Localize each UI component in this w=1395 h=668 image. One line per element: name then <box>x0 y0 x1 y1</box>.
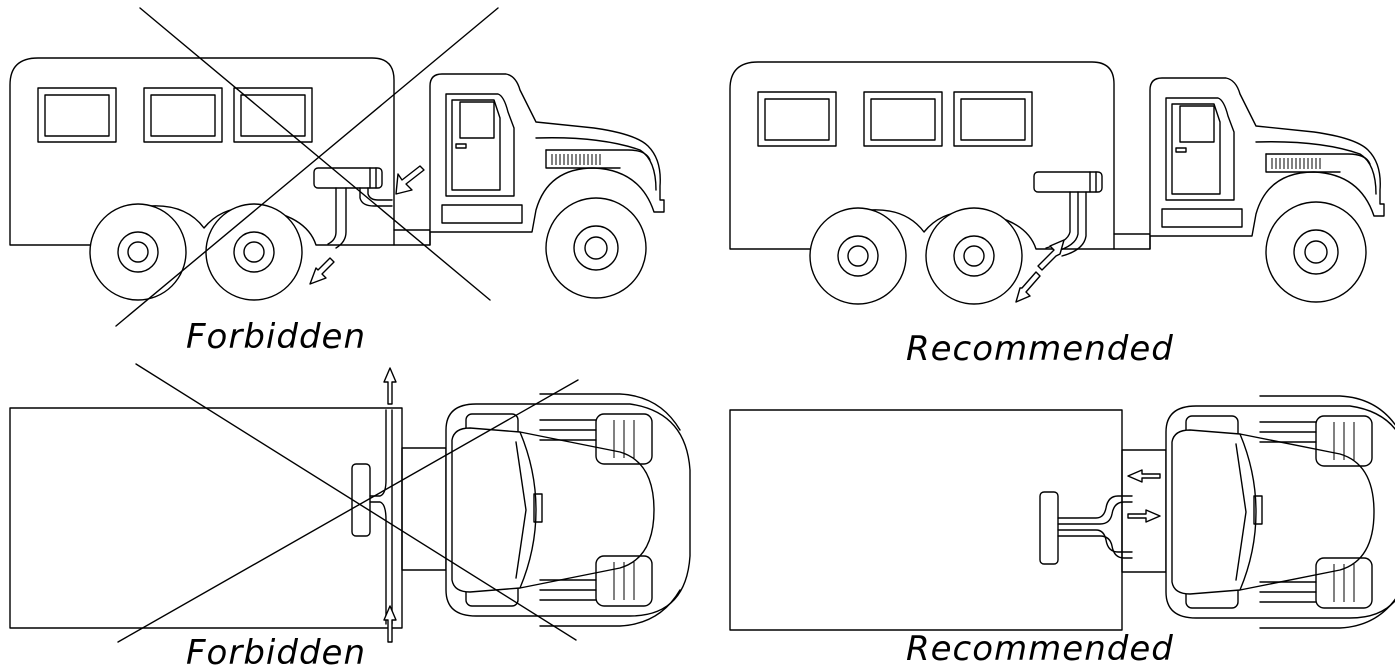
arrow-up-icon <box>383 605 397 643</box>
heater-unit <box>1039 491 1059 565</box>
cross-out-line <box>139 7 491 301</box>
side-view-recommended: Recommended <box>729 61 1385 369</box>
cross-out-line <box>117 379 579 643</box>
top-view-recommended: Recommended <box>729 395 1395 668</box>
top-view-forbidden: Forbidden <box>9 363 691 668</box>
caption-recommended: Recommended <box>906 629 1174 668</box>
arrow-up-icon <box>383 367 397 405</box>
caption-forbidden: Forbidden <box>186 317 366 357</box>
caption-forbidden: Forbidden <box>186 633 366 668</box>
truck-side-view <box>729 61 1385 305</box>
intake-arrow-icon <box>395 165 425 195</box>
side-view-forbidden: Forbidden <box>9 7 665 357</box>
intake-pipe <box>359 187 393 207</box>
intake-pipe <box>1061 191 1087 257</box>
exhaust-arrow-icon <box>309 257 335 285</box>
truck-side-view <box>9 57 665 301</box>
exhaust-arrow-icon <box>1015 271 1041 303</box>
exhaust-pipe <box>327 187 347 249</box>
intake-pipe <box>1057 495 1133 519</box>
intake-arrow-icon <box>1037 239 1065 271</box>
arrow-right-icon <box>1127 509 1161 523</box>
exhaust-pipe <box>1057 535 1133 559</box>
arrow-left-icon <box>1127 469 1161 483</box>
cross-out-line <box>115 7 499 327</box>
truck-top-view <box>729 395 1395 631</box>
truck-top-view <box>9 393 691 629</box>
intake-pipe <box>1057 501 1133 525</box>
caption-recommended: Recommended <box>906 329 1174 369</box>
cross-out-line <box>135 363 577 641</box>
